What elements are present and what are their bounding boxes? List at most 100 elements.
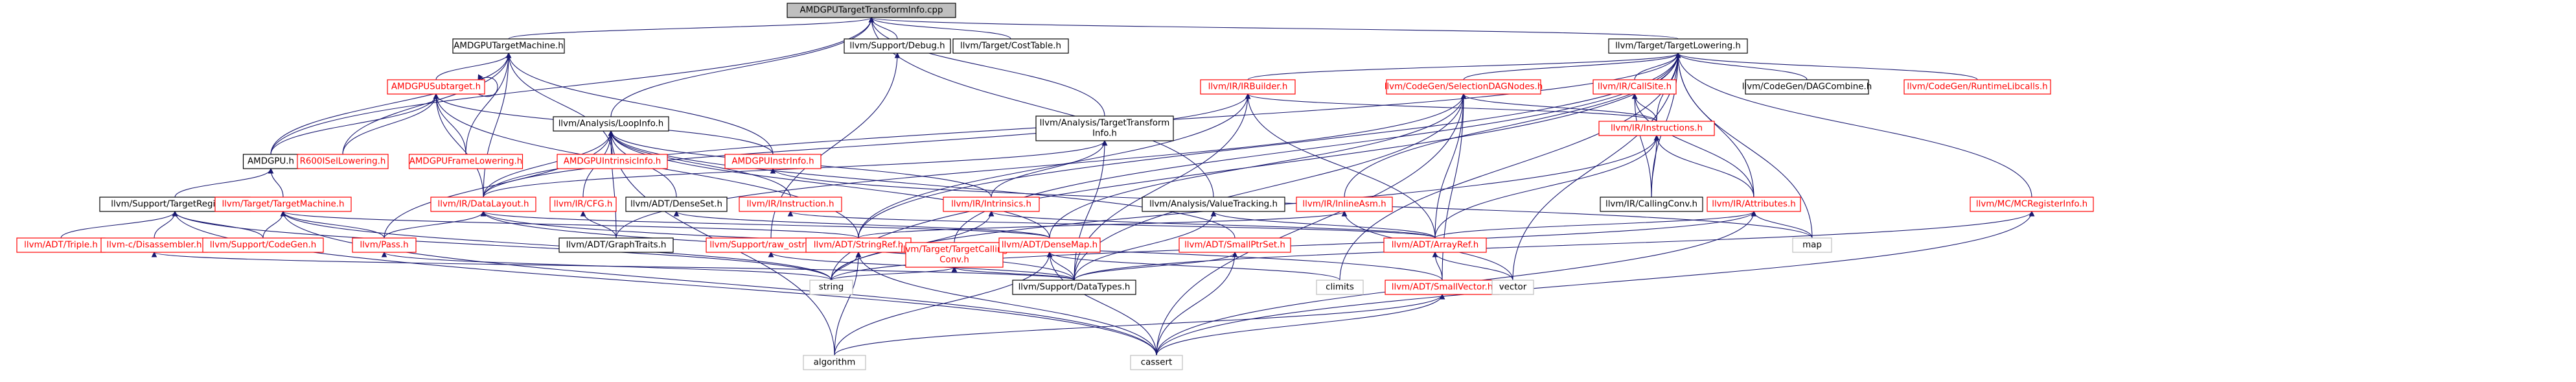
node-label: AMDGPU.h	[247, 157, 294, 167]
node-datatypes[interactable]: llvm/Support/DataTypes.h	[1012, 280, 1136, 295]
node-targetmachine[interactable]: llvm/Target/TargetMachine.h	[214, 197, 352, 212]
node-box	[352, 237, 417, 253]
edge-line	[1339, 53, 1679, 281]
node-disassembler[interactable]: llvm-c/Disassembler.h	[100, 237, 208, 253]
node-dagcombine[interactable]: llvm/CodeGen/DAGCombine.h	[1742, 79, 1872, 95]
edge-line	[1651, 135, 1657, 198]
edge-line	[1074, 211, 1214, 281]
edge-line	[1156, 211, 2032, 356]
node-subtarget[interactable]: AMDGPUSubtarget.h	[387, 79, 485, 95]
edge-attributes-to-arrayref	[1434, 210, 1757, 239]
edge-line	[477, 77, 498, 97]
node-label: llvm/IR/DataLayout.h	[438, 200, 529, 209]
edge-line	[270, 17, 872, 155]
node-inlineasm[interactable]: llvm/IR/InlineAsm.h	[1296, 197, 1393, 212]
node-tm[interactable]: AMDGPUTargetMachine.h	[452, 38, 565, 54]
node-instructions[interactable]: llvm/IR/Instructions.h	[1598, 121, 1715, 136]
edge-tl-to-tcc	[954, 52, 1681, 243]
edge-line	[1434, 135, 1657, 239]
edge-targetregistry-to-cassert	[172, 210, 1157, 356]
node-targetregistry[interactable]: llvm/Support/TargetRegistry.h	[99, 197, 251, 212]
node-rawostream[interactable]: llvm/Support/raw_ostream.h	[706, 237, 836, 253]
node-smallptrset[interactable]: llvm/ADT/SmallPtrSet.h	[1179, 237, 1291, 253]
node-stringref[interactable]: llvm/ADT/StringRef.h	[805, 237, 912, 253]
node-callingconv[interactable]: llvm/IR/CallingConv.h	[1600, 197, 1703, 212]
edge-line	[1677, 53, 1978, 80]
edge-tl-to-mcreginfo	[1675, 52, 2032, 198]
node-instruction[interactable]: llvm/IR/Instruction.h	[739, 197, 842, 212]
node-seldag[interactable]: llvm/CodeGen/SelectionDAGNodes.h	[1385, 79, 1543, 95]
node-graphtraits[interactable]: llvm/ADT/GraphTraits.h	[558, 237, 674, 253]
edge-subtarget-to-datalayout	[433, 93, 484, 198]
edge-arrowhead	[280, 210, 286, 217]
node-box	[297, 154, 389, 169]
node-loopinfo[interactable]: llvm/Analysis/LoopInfo.h	[553, 116, 669, 132]
node-smallvector[interactable]: llvm/ADT/SmallVector.h	[1385, 280, 1500, 295]
node-amdgpuh[interactable]: AMDGPU.h	[242, 154, 299, 169]
edge-line	[1463, 53, 1679, 80]
edge-arrowhead	[1631, 93, 1638, 99]
edge-line	[871, 17, 1011, 40]
node-tti[interactable]: llvm/Analysis/TargetTransformInfo.h	[1035, 115, 1174, 141]
edge-line	[610, 130, 1050, 239]
node-label: llvm/Target/TargetLowering.h	[1615, 42, 1741, 51]
node-label: AMDGPUTargetTransformInfo.cpp	[799, 6, 943, 16]
edge-line	[1074, 140, 1105, 281]
edge-callsite-to-callingconv	[1631, 93, 1652, 198]
node-triple[interactable]: llvm/ADT/Triple.h	[16, 237, 106, 253]
node-box	[1296, 197, 1393, 212]
node-box	[1179, 237, 1291, 253]
node-instrinfo[interactable]: AMDGPUInstrInfo.h	[724, 154, 822, 169]
node-r600[interactable]: R600ISelLowering.h	[297, 154, 389, 169]
node-datalayout[interactable]: llvm/IR/DataLayout.h	[430, 197, 536, 212]
edge-targetmachine-to-pass	[280, 210, 385, 239]
node-label: llvm/Analysis/TargetTransform	[1040, 119, 1170, 128]
node-codegen[interactable]: llvm/Support/CodeGen.h	[202, 237, 324, 253]
node-label: AMDGPUFrameLowering.h	[409, 157, 523, 167]
edge-line	[790, 211, 1436, 239]
edge-tti-to-datatypes	[1074, 139, 1108, 281]
edge-line	[1677, 53, 1813, 239]
node-callsite[interactable]: llvm/IR/CallSite.h	[1593, 79, 1677, 95]
node-densemap[interactable]: llvm/ADT/DenseMap.h	[998, 237, 1101, 253]
node-mcreginfo[interactable]: llvm/MC/MCRegisterInfo.h	[1970, 197, 2094, 212]
node-framelow[interactable]: AMDGPUFrameLowering.h	[408, 154, 523, 169]
node-valuetracking[interactable]: llvm/Analysis/ValueTracking.h	[1142, 197, 1285, 212]
node-costtable[interactable]: llvm/Target/CostTable.h	[952, 38, 1069, 54]
edge-irbuilder-to-arrayref	[1245, 93, 1436, 239]
node-rtlibcalls[interactable]: llvm/CodeGen/RuntimeLibcalls.h	[1903, 79, 2051, 95]
node-label: climits	[1326, 283, 1354, 292]
node-box	[1035, 115, 1174, 141]
edge-line	[1074, 252, 1236, 281]
node-tl[interactable]: llvm/Target/TargetLowering.h	[1608, 38, 1748, 54]
node-debug[interactable]: llvm/Support/Debug.h	[844, 38, 951, 54]
edge-line	[676, 211, 1050, 239]
edge-subtarget-to-subtarget	[477, 74, 498, 97]
edge-smallptrset-to-cassert	[1156, 251, 1238, 356]
node-box	[202, 237, 324, 253]
node-label: Info.h	[1092, 129, 1117, 139]
node-arrayref[interactable]: llvm/ADT/ArrayRef.h	[1383, 237, 1487, 253]
edge-line	[270, 93, 437, 155]
edge-subtarget-to-r600	[342, 93, 439, 155]
edge-line	[174, 211, 832, 281]
node-box	[724, 154, 822, 169]
edge-root-to-costtable	[868, 16, 1011, 40]
node-intrinsics[interactable]: llvm/IR/Intrinsics.h	[943, 197, 1040, 212]
node-label: llvm/IR/Intrinsics.h	[951, 200, 1031, 209]
node-irbuilder[interactable]: llvm/IR/IRBuilder.h	[1200, 79, 1296, 95]
node-denseset[interactable]: llvm/ADT/DenseSet.h	[625, 197, 728, 212]
node-cfg[interactable]: llvm/IR/CFG.h	[549, 197, 617, 212]
edge-line	[834, 252, 1050, 356]
node-label: llvm/Target/TargetMachine.h	[222, 200, 344, 209]
node-label: llvm/ADT/GraphTraits.h	[566, 241, 667, 250]
edge-line	[1074, 211, 2032, 281]
node-attributes[interactable]: llvm/IR/Attributes.h	[1707, 197, 1801, 212]
edge-line	[174, 211, 1157, 356]
node-intrinsicinfo[interactable]: AMDGPUIntrinsicInfo.h	[557, 154, 668, 169]
node-box	[1707, 197, 1801, 212]
node-pass[interactable]: llvm/Pass.h	[352, 237, 417, 253]
edge-line	[282, 211, 385, 239]
edge-arrowhead	[951, 266, 958, 272]
